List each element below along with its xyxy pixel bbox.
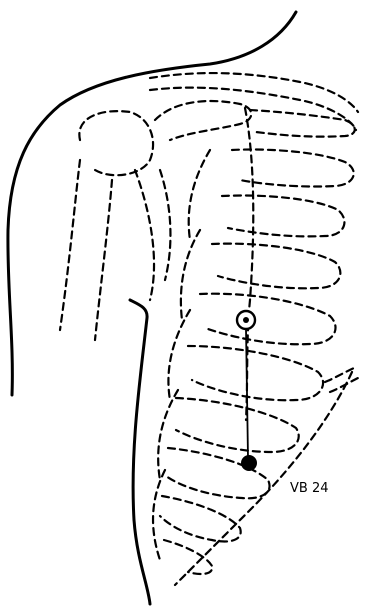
scapula-border — [135, 170, 154, 300]
rib-left-4 — [158, 390, 178, 480]
costal-margin-ticks — [325, 368, 358, 392]
rib-5 — [200, 294, 336, 345]
point-label: VB 24 — [290, 481, 329, 496]
humeral-head — [79, 111, 153, 175]
rib-3 — [222, 196, 344, 237]
scapula — [155, 101, 251, 140]
rib-6 — [188, 346, 323, 400]
coracoid — [160, 170, 170, 280]
humerus-inner — [95, 180, 112, 340]
costal-margin — [175, 372, 352, 585]
rib-8 — [166, 448, 270, 498]
rib-left-1 — [189, 150, 210, 240]
reference-dot — [243, 317, 249, 323]
rib-10 — [164, 540, 212, 574]
rib-left-5 — [153, 470, 165, 560]
skeleton-dashed — [60, 73, 358, 585]
clavicle-lower — [150, 88, 356, 130]
rib-left-2 — [181, 230, 200, 320]
acupoint-dot — [241, 455, 257, 471]
humerus-outer — [60, 160, 80, 330]
rib-7 — [176, 398, 299, 452]
rib-left-3 — [168, 310, 190, 400]
body-outline — [8, 12, 296, 604]
rib-4 — [212, 244, 340, 289]
rib-9 — [160, 496, 241, 542]
arm-trunk-line — [130, 300, 150, 604]
